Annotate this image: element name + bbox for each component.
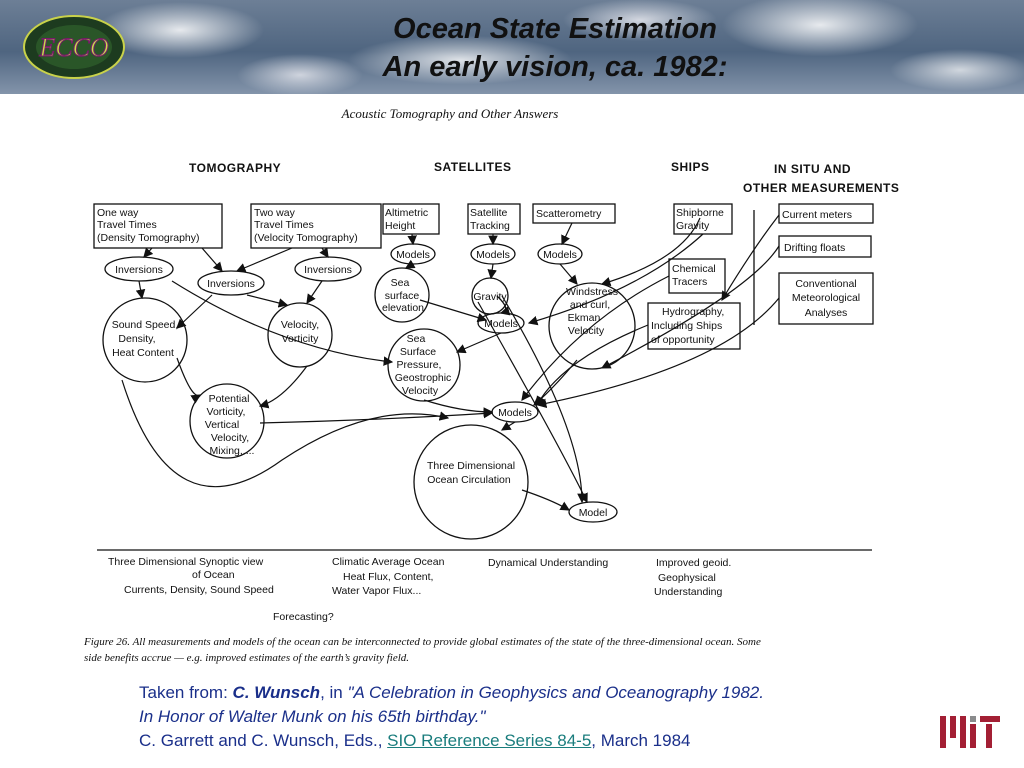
node-models-3: Models [543, 249, 577, 261]
box-hydro-2: Including Ships [651, 320, 722, 332]
mit-logo [940, 716, 1000, 748]
node-windstress-1: Windstress [566, 286, 618, 298]
box-drifting-floats: Drifting floats [784, 242, 845, 254]
node-inversions-1: Inversions [115, 264, 163, 276]
node-windstress-2: and curl, [570, 299, 610, 311]
box-sattrack-2: Tracking [470, 220, 510, 232]
out-climatic-3: Water Vapor Flux... [332, 585, 421, 597]
diagram-header: Acoustic Tomography and Other Answers [341, 106, 559, 121]
node-seapress-5: Velocity [402, 385, 439, 397]
box-current-meters: Current meters [782, 209, 852, 221]
box-conventional-1: Conventional [795, 278, 856, 290]
box-hydro-1: Hydrography, [662, 306, 724, 318]
node-seasurf-2: surface [385, 290, 420, 302]
node-soundspeed-3: Heat Content [112, 347, 174, 359]
node-models-2: Models [476, 249, 510, 261]
node-soundspeed-2: Density, [118, 333, 155, 345]
out-climatic-1: Climatic Average Ocean [332, 556, 445, 568]
node-inversions-3: Inversions [304, 264, 352, 276]
col-insitu-1: IN SITU AND [774, 162, 851, 176]
node-models-4: Models [484, 318, 518, 330]
box-conventional-3: Analyses [805, 307, 848, 319]
box-twoway-3: (Velocity Tomography) [254, 232, 358, 244]
citation-in: , in [320, 683, 348, 702]
box-twoway-1: Two way [254, 207, 296, 219]
citation-block: Taken from: C. Wunsch, in "A Celebration… [139, 681, 899, 753]
node-seapress-4: Geostrophic [395, 372, 452, 384]
node-potential-1: Potential [209, 393, 250, 405]
box-shipborne-1: Shipborne [676, 207, 724, 219]
figure-caption-2: side benefits accrue — e.g. improved est… [84, 652, 409, 664]
box-chemical-1: Chemical [672, 263, 716, 275]
col-ships: SHIPS [671, 160, 710, 174]
node-velocity-2: Vorticity [282, 333, 320, 345]
node-threed-2: Ocean Circulation [427, 474, 511, 486]
figure-caption-1: Figure 26. All measurements and models o… [83, 636, 761, 648]
box-shipborne-2: Gravity [676, 220, 710, 232]
citation-taken-from: Taken from: [139, 683, 233, 702]
col-insitu-2: OTHER MEASUREMENTS [743, 181, 899, 195]
node-models-5: Models [498, 407, 532, 419]
citation-editors: C. Garrett and C. Wunsch, Eds., [139, 731, 388, 750]
node-models-1: Models [396, 249, 430, 261]
sio-series-link[interactable]: SIO Reference Series 84-5 [387, 731, 592, 750]
box-chemical-2: Tracers [672, 276, 707, 288]
box-oneway-3: (Density Tomography) [97, 232, 200, 244]
node-threed-1: Three Dimensional [427, 460, 515, 472]
box-hydro-3: of opportunity [651, 334, 715, 346]
satellite-cloud-banner [0, 0, 1024, 94]
ecco-logo: ECCO [23, 15, 125, 79]
ocean-state-diagram: Acoustic Tomography and Other Answers TO… [83, 106, 899, 664]
citation-work-2: In Honor of Walter Munk on his 65th birt… [139, 707, 486, 726]
col-tomography: TOMOGRAPHY [189, 161, 281, 175]
citation-work-1: "A Celebration in Geophysics and Oceanog… [347, 683, 764, 702]
node-windstress-3: Ekman [568, 312, 601, 324]
slide-title: Ocean State Estimation An early vision, … [300, 10, 810, 86]
node-seapress-3: Pressure, [397, 359, 442, 371]
out-synoptic-1: Three Dimensional Synoptic view [108, 556, 264, 568]
node-seasurf-1: Sea [391, 277, 410, 289]
node-seapress-2: Surface [400, 346, 436, 358]
box-oneway-2: Travel Times [97, 219, 157, 231]
title-line-1: Ocean State Estimation [393, 13, 717, 45]
box-altimetric-2: Height [385, 220, 415, 232]
node-potential-5: Mixing,.... [210, 445, 255, 457]
out-dynamical: Dynamical Understanding [488, 557, 608, 569]
node-gravity: Gravity [473, 291, 507, 303]
citation-author: C. Wunsch [232, 683, 321, 702]
box-scatterometry: Scatterometry [536, 208, 602, 220]
title-line-2: An early vision, ca. 1982: [382, 51, 728, 83]
node-windstress-4: Velocity [568, 325, 605, 337]
out-synoptic-2: of Ocean [192, 569, 235, 581]
box-altimetric-1: Altimetric [385, 207, 428, 219]
out-geoid-2: Geophysical [658, 572, 716, 584]
node-soundspeed-1: Sound Speed, [112, 319, 179, 331]
node-seasurf-3: elevation [382, 302, 424, 314]
out-geoid-1: Improved geoid. [656, 557, 731, 569]
node-potential-2: Vorticity, [207, 406, 246, 418]
out-synoptic-3: Currents, Density, Sound Speed [124, 584, 274, 596]
box-oneway-1: One way [97, 207, 139, 219]
out-climatic-2: Heat Flux, Content, [343, 571, 433, 583]
node-inversions-2: Inversions [207, 278, 255, 290]
node-seapress-1: Sea [407, 333, 426, 345]
citation-date: , March 1984 [591, 731, 691, 750]
box-sattrack-1: Satellite [470, 207, 508, 219]
node-potential-4: Velocity, [211, 432, 249, 444]
box-conventional-2: Meteorological [792, 292, 860, 304]
node-velocity-1: Velocity, [281, 319, 319, 331]
box-twoway-2: Travel Times [254, 219, 314, 231]
node-model: Model [579, 507, 608, 519]
node-potential-3: Vertical [205, 419, 239, 431]
out-forecasting: Forecasting? [273, 611, 334, 623]
svg-text:ECCO: ECCO [38, 33, 109, 62]
out-geoid-3: Understanding [654, 586, 722, 598]
col-satellites: SATELLITES [434, 160, 511, 174]
